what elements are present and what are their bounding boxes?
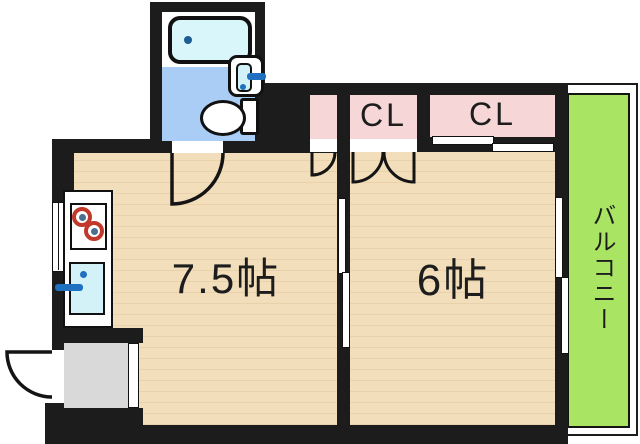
basin-drain [240,84,246,90]
wall-top-exterior [255,83,568,95]
wall-entrance-bottom [64,408,143,444]
bathroom-unit [150,2,266,150]
room-main-label: 7.5帖 [171,255,281,302]
balcony-sliding-window [561,277,569,354]
closet-left-label: CL [360,97,407,133]
balcony [567,93,630,428]
burner-center [91,228,98,235]
closet-right-sliding-door [492,143,554,152]
bathtub-drain [184,36,192,44]
partition-sliding-door [342,272,350,348]
closet-right-sliding-door [432,136,494,145]
closet-right-label: CL [469,96,516,132]
wood-floor [63,139,557,425]
bath-wash-basin [228,55,266,97]
closet-left-door-opening [350,139,417,152]
kitchen-sink-drain [80,271,87,278]
wall-bottom [52,425,568,444]
kitchen-faucet-icon [55,284,83,291]
wall-left-upper [52,139,74,203]
wall-entrance-top [64,328,143,343]
basin-faucet-icon [247,73,266,80]
wall-closet-divider [417,95,430,152]
stove-burner-icon [84,221,104,241]
storage-small [310,95,337,139]
bathroom-door-opening [172,141,223,153]
window-frame-line [57,203,59,270]
balcony-label: バルコニー [588,203,615,333]
entrance-step-edge [128,343,139,408]
toilet [200,100,246,136]
closet-right [430,95,555,137]
storage-door-opening [310,139,337,152]
balcony-sliding-window [555,197,563,278]
entrance-step [64,343,128,408]
burner-center [79,214,86,221]
room-second-label: 6帖 [416,256,490,305]
closet-left [350,95,417,139]
entrance-door-opening [52,350,64,403]
wall-left-mid [52,272,64,350]
partition-sliding-door [338,198,346,274]
